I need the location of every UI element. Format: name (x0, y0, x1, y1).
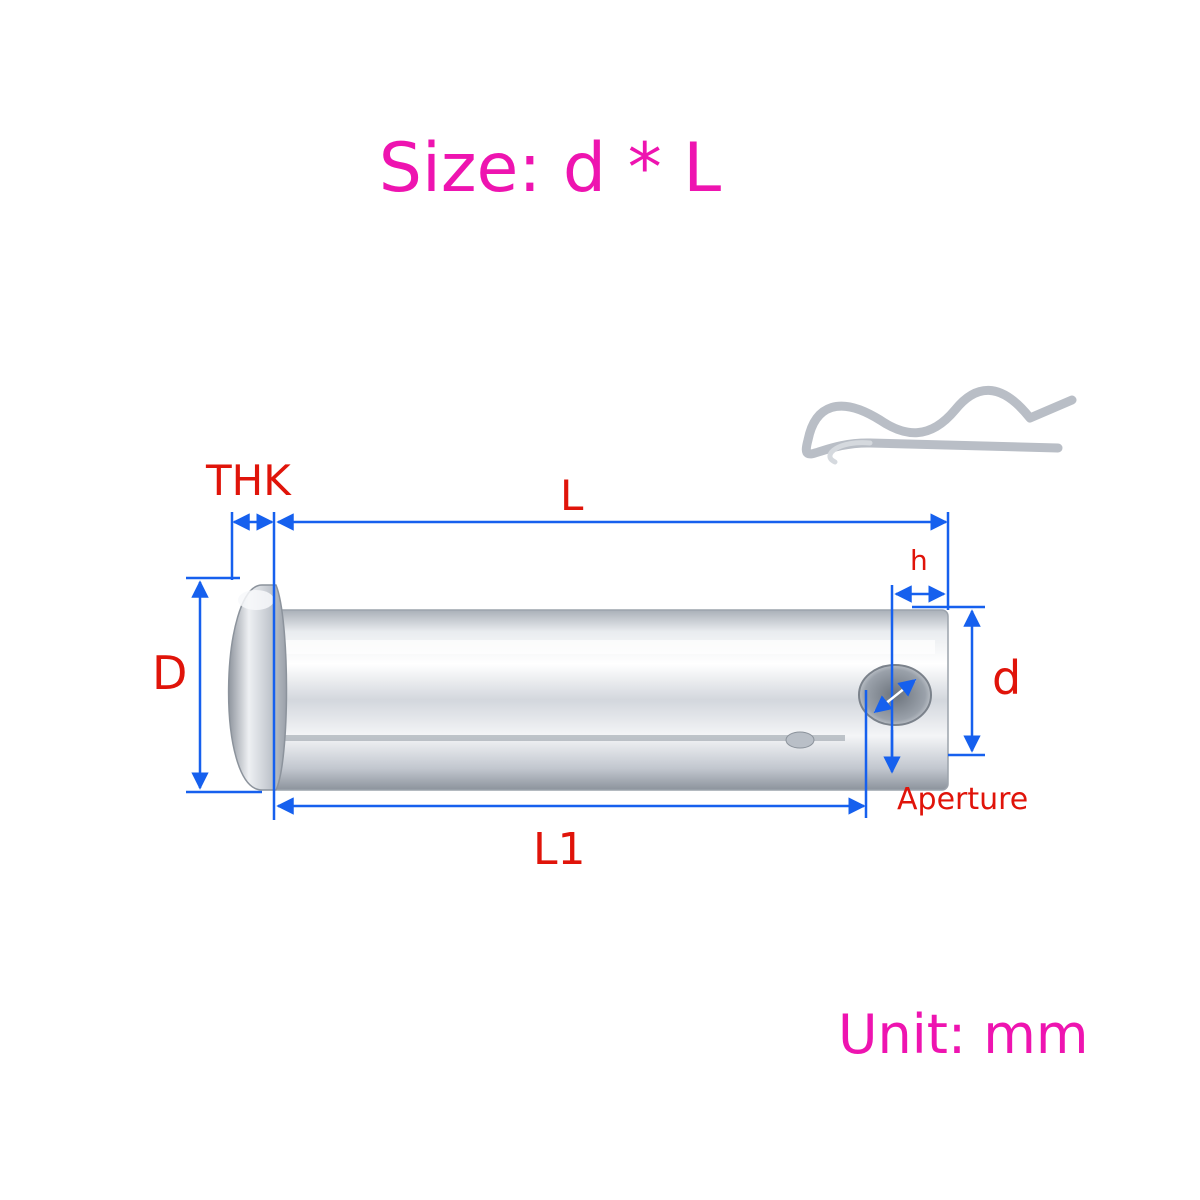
r-clip-icon (801, 385, 1077, 465)
label-aperture: Aperture (897, 782, 1029, 817)
label-L1: L1 (533, 824, 586, 875)
label-L: L (560, 471, 584, 520)
label-h: h (910, 544, 928, 577)
dimension-aperture (873, 678, 917, 714)
label-D: D (152, 646, 188, 700)
pin-shaft-highlight (285, 640, 935, 654)
clevis-pin-icon (227, 584, 949, 791)
pin-head-rim (238, 590, 274, 610)
unit-label: Unit: mm (838, 1003, 1089, 1066)
page-title: Size: d * L (378, 129, 722, 208)
label-d: d (992, 651, 1022, 705)
dimension-lines (186, 512, 985, 820)
pin-shaft (271, 609, 949, 791)
pin-head (227, 584, 288, 791)
pin-shaft-shadow (285, 735, 845, 741)
pin-shaft-dimple (785, 731, 815, 749)
label-thk: THK (206, 456, 291, 505)
